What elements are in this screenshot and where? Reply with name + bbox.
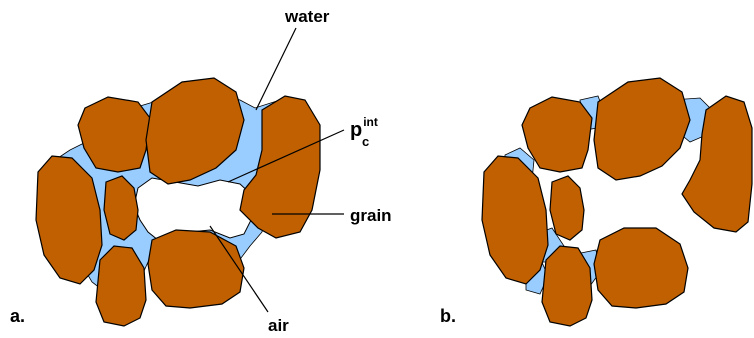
grain-b6 [542,246,592,326]
label-p-subscript: c [362,134,369,149]
label-p-superscript: int [363,115,378,129]
label-grain: grain [350,206,392,225]
grain-b4 [482,156,548,284]
panel-b: b. [440,78,752,326]
grain-b7 [594,228,688,308]
label-air: air [268,316,289,335]
panel-label-a: a. [10,306,25,326]
panel-label-b: b. [440,306,456,326]
label-pcint: pint c [350,115,378,149]
grain-a6 [96,246,146,326]
label-water: water [284,7,330,26]
label-p-base: p [350,119,362,141]
grain-b5 [550,176,584,240]
panel-a: water pint c grain air a. [10,7,392,335]
grain-b2 [594,78,690,180]
